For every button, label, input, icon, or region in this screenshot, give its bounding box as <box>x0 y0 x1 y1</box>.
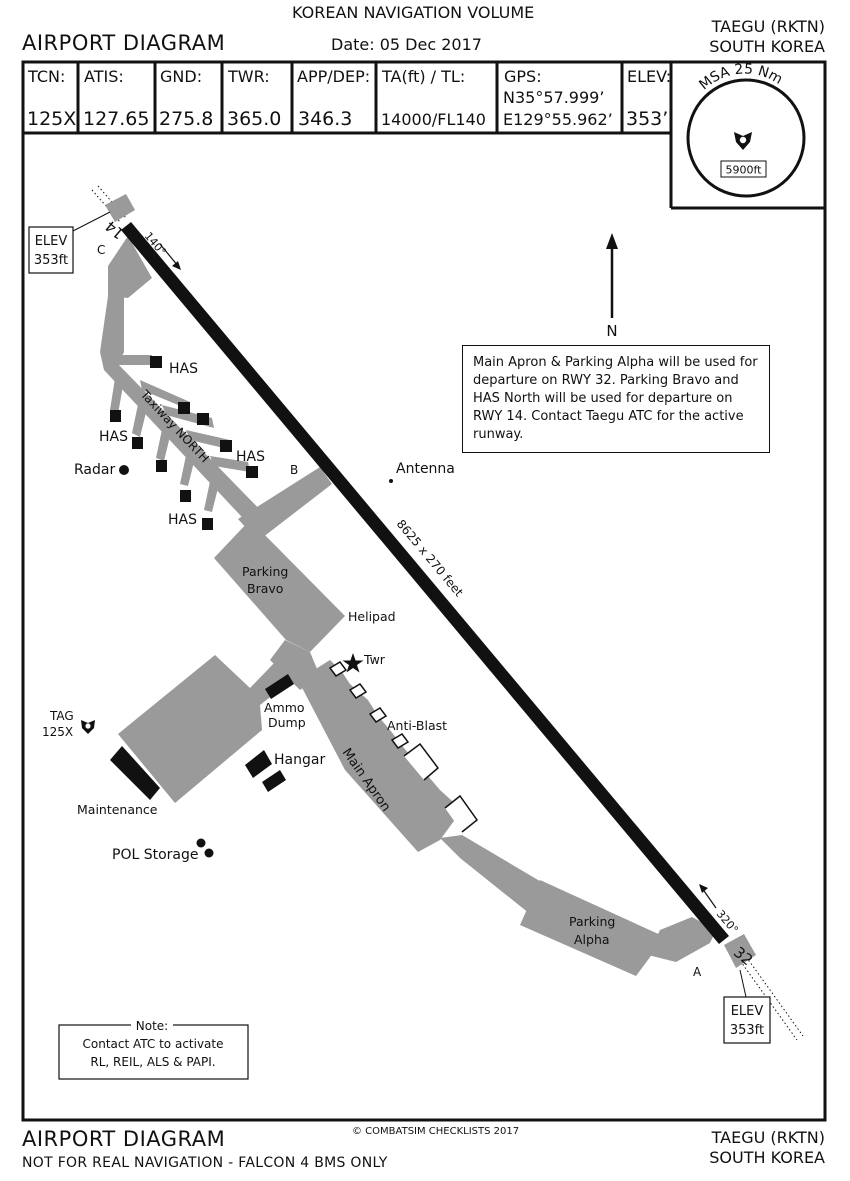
atis-value: 127.65 <box>83 108 150 130</box>
lighting-note-title: Note: <box>136 1019 168 1033</box>
airport-name: TAEGU (RKTN) <box>711 17 825 36</box>
pol-tank-2 <box>204 848 214 858</box>
antenna-label: Antenna <box>396 461 455 477</box>
tower-star-icon <box>342 653 364 673</box>
has-label-1: HAS <box>169 361 198 377</box>
msa-altitude: 5900ft <box>726 164 763 177</box>
gps-latitude: N35°57.999’ <box>503 88 605 107</box>
has-label-3: HAS <box>236 449 265 465</box>
gps-longitude: E129°55.962’ <box>503 110 613 129</box>
heading-arrow-320 <box>701 887 717 909</box>
svg-text:ELEV: ELEV <box>731 1004 764 1019</box>
elev-value: 353’ <box>626 108 669 130</box>
lighting-note: Note: Contact ATC to activate RL, REIL, … <box>58 1019 249 1080</box>
parking-bravo-label-2: Bravo <box>247 581 283 596</box>
chart-frame <box>21 60 827 1122</box>
airport-country: SOUTH KOREA <box>709 37 825 56</box>
has-label-4: HAS <box>168 512 197 528</box>
pol-storage-label: POL Storage <box>112 847 199 863</box>
twr-label: TWR: <box>228 67 270 86</box>
helipad-label: Helipad <box>348 609 396 624</box>
hangar-label: Hangar <box>274 752 325 768</box>
gnd-label: GND: <box>160 67 203 86</box>
taxiway-c-label: C <box>97 243 105 257</box>
parking-bravo-label-1: Parking <box>242 564 288 579</box>
footer-title: AIRPORT DIAGRAM <box>22 1127 226 1151</box>
vortac-icon <box>734 132 752 150</box>
twr-value: 365.0 <box>227 108 282 130</box>
ammo-dump-label-1: Ammo <box>264 700 305 715</box>
ta-tl-label: TA(ft) / TL: <box>382 67 466 86</box>
svg-text:353ft: 353ft <box>730 1023 764 1038</box>
pol-tank-1 <box>196 838 206 848</box>
antenna-marker <box>389 479 393 483</box>
buildings <box>110 674 294 800</box>
hangar-building-1 <box>245 750 272 778</box>
tag-label: TAG <box>49 709 74 723</box>
svg-text:N: N <box>606 322 617 340</box>
tag-channel: 125X <box>42 725 73 739</box>
footer-airport: TAEGU (RKTN) SOUTH KOREA <box>709 1128 825 1168</box>
taxiway-a-label: A <box>693 965 702 979</box>
parking-alpha-label-2: Alpha <box>574 932 610 947</box>
heading-arrow-140 <box>159 243 179 267</box>
chart-date: Date: 05 Dec 2017 <box>331 35 482 54</box>
elev-callout-top: ELEV 353ft <box>28 211 111 274</box>
footer-airport-country: SOUTH KOREA <box>709 1148 825 1167</box>
msa-title: MSA 25 Nm <box>696 61 785 93</box>
ammo-dump-label-2: Dump <box>268 715 306 730</box>
tcn-label: TCN: <box>28 67 66 86</box>
tcn-value: 125X <box>27 108 77 130</box>
footer-airport-name: TAEGU (RKTN) <box>711 1128 825 1147</box>
ta-tl-value: 14000/FL140 <box>381 110 486 129</box>
elev-callout-bottom: ELEV 353ft <box>723 969 771 1044</box>
taxiway-b-label: B <box>290 463 298 477</box>
radar-marker <box>119 465 129 475</box>
lighting-note-line1: Contact ATC to activate <box>83 1037 224 1051</box>
parking-alpha-label-1: Parking <box>569 914 615 929</box>
radar-label: Radar <box>74 462 115 478</box>
tower-label: Twr <box>363 652 386 667</box>
svg-text:353ft: 353ft <box>34 253 68 268</box>
anti-blast-label: Anti-Blast <box>387 718 447 733</box>
gps-label: GPS: <box>504 67 542 86</box>
has-label-2: HAS <box>99 429 128 445</box>
app-dep-value: 346.3 <box>298 108 353 130</box>
page-title: AIRPORT DIAGRAM <box>22 31 226 55</box>
svg-text:ELEV: ELEV <box>35 234 68 249</box>
airport-header: TAEGU (RKTN) SOUTH KOREA <box>709 17 825 57</box>
gnd-value: 275.8 <box>159 108 214 130</box>
info-note: Main Apron & Parking Alpha will be used … <box>462 345 770 453</box>
app-dep-label: APP/DEP: <box>297 67 371 86</box>
maintenance-building <box>110 746 160 800</box>
footer-disclaimer: NOT FOR REAL NAVIGATION - FALCON 4 BMS O… <box>22 1155 388 1171</box>
north-arrow: N <box>606 233 618 340</box>
taxiways-and-aprons <box>100 236 716 976</box>
freq-table-dividers <box>76 62 825 210</box>
runway-end-14: 14 <box>102 217 128 243</box>
atis-label: ATIS: <box>84 67 124 86</box>
footer-copyright: © COMBATSIM CHECKLISTS 2017 <box>352 1126 520 1137</box>
elev-label: ELEV: <box>627 67 672 86</box>
runway: 14 32 8625 x 270 feet 140° 320° <box>91 185 804 1041</box>
volume-title: KOREAN NAVIGATION VOLUME <box>292 3 535 22</box>
anti-blast-shelters <box>328 661 479 833</box>
maintenance-label: Maintenance <box>77 802 158 817</box>
ammo-dump-building <box>265 674 294 699</box>
hangar-building-2 <box>262 770 286 792</box>
has-shelters <box>110 356 258 530</box>
lighting-note-line2: RL, REIL, ALS & PAPI. <box>90 1055 215 1069</box>
msa-circle: MSA 25 Nm 5900ft <box>686 61 806 198</box>
tacan-icon <box>81 720 95 734</box>
